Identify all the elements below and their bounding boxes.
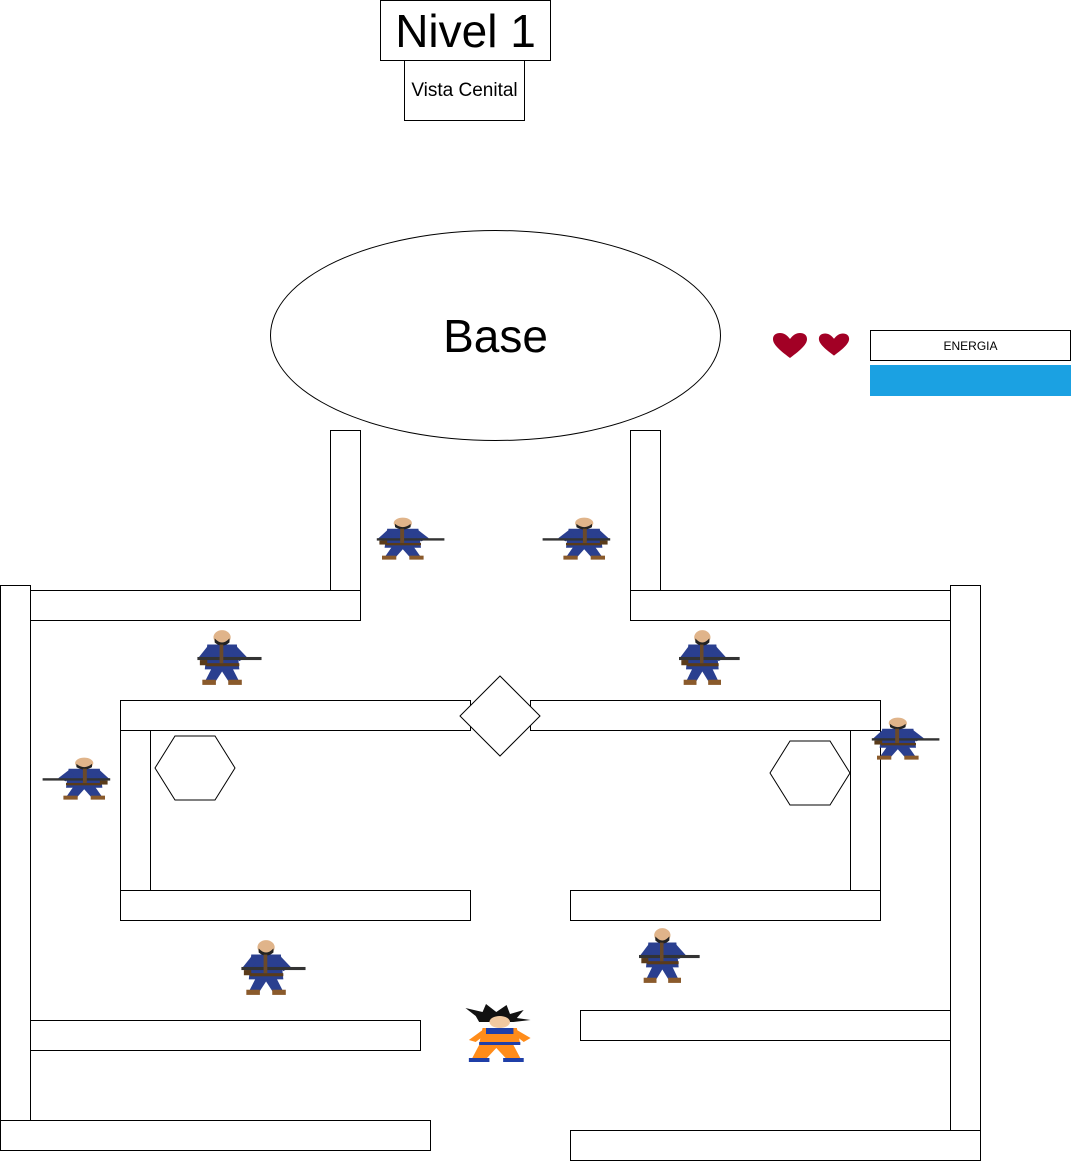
- wall: [580, 1010, 951, 1041]
- enemy-soldier: [241, 940, 306, 995]
- enemy-soldier: [679, 630, 740, 685]
- wall: [950, 585, 981, 1131]
- life-heart-icon: [818, 333, 850, 356]
- wall: [530, 700, 881, 731]
- hexagon-obstacle: [154, 735, 236, 801]
- wall: [30, 1020, 421, 1051]
- energy-label: ENERGIA: [870, 330, 1071, 361]
- wall: [0, 585, 31, 1121]
- enemy-soldier: [871, 717, 940, 760]
- door-diamond: [459, 675, 541, 757]
- enemy-soldier: [197, 630, 262, 685]
- energy-bar: [870, 365, 1071, 396]
- enemy-soldier: [376, 517, 445, 560]
- wall: [30, 590, 361, 621]
- wall: [120, 700, 471, 731]
- wall: [120, 890, 471, 921]
- wall: [330, 430, 361, 591]
- wall: [630, 590, 951, 621]
- level-title: Nivel 1: [380, 0, 551, 61]
- energy-bar-fill: [870, 365, 1071, 396]
- view-subtitle: Vista Cenital: [404, 60, 525, 121]
- wall: [0, 1120, 431, 1151]
- wall: [120, 730, 151, 891]
- wall: [630, 430, 661, 591]
- player-character: [465, 1004, 531, 1062]
- wall: [570, 890, 881, 921]
- hexagon-obstacle: [769, 740, 851, 806]
- base-zone: Base: [270, 230, 721, 441]
- enemy-soldier: [42, 757, 111, 800]
- life-heart-icon: [773, 333, 807, 358]
- enemy-soldier: [639, 928, 700, 983]
- wall: [570, 1130, 981, 1161]
- wall: [850, 730, 881, 891]
- enemy-soldier: [542, 517, 611, 560]
